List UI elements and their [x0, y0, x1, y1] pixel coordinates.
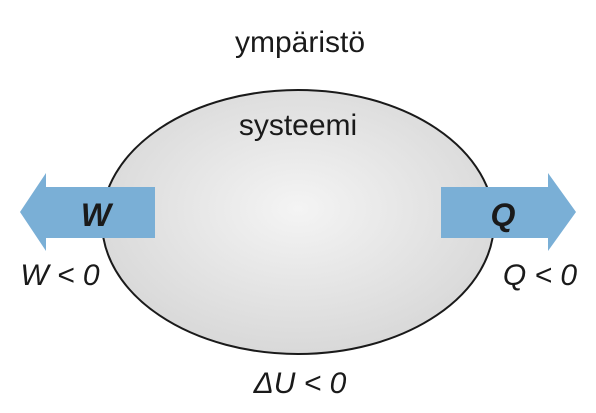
system-label: systeemi — [239, 109, 357, 142]
work-condition-label: W < 0 — [20, 259, 100, 292]
work-arrow-label: W — [81, 197, 114, 233]
heat-arrow-label: Q — [491, 197, 516, 233]
heat-arrow — [441, 173, 576, 251]
work-arrow — [20, 173, 155, 251]
energy-condition-label: ΔU < 0 — [253, 367, 347, 400]
environment-label: ympäristö — [235, 26, 365, 59]
heat-condition-label: Q < 0 — [503, 259, 578, 292]
